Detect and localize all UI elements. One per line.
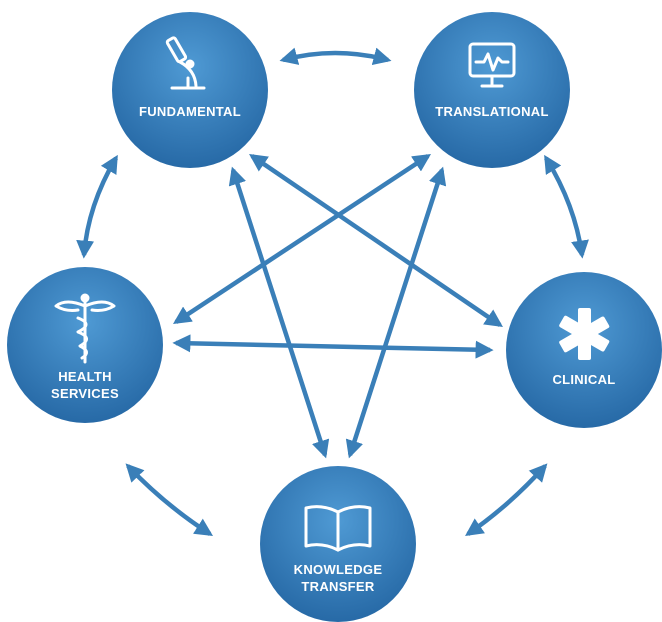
arrow-translational-clinical bbox=[544, 154, 589, 259]
monitor-heartbeat-icon bbox=[468, 42, 516, 88]
arrow-health-services-knowledge bbox=[125, 463, 214, 536]
arrow-fundamental-translational bbox=[279, 47, 392, 66]
node-health-services-label-line2: SERVICES bbox=[51, 386, 119, 401]
arrow-translational-knowledge bbox=[345, 166, 447, 459]
arrow-translational-health-services bbox=[172, 154, 432, 324]
node-knowledge-transfer-label-line1: KNOWLEDGE bbox=[294, 562, 383, 577]
node-clinical-label: CLINICAL bbox=[552, 372, 615, 387]
node-knowledge-transfer-label-line2: TRANSFER bbox=[301, 579, 374, 594]
microscope-icon bbox=[165, 36, 206, 90]
arrow-fundamental-knowledge bbox=[228, 166, 330, 459]
arrow-clinical-knowledge bbox=[465, 463, 548, 537]
node-health-services-label-line1: HEALTH bbox=[58, 369, 112, 384]
node-translational-circle bbox=[414, 12, 570, 168]
arrow-health-services-clinical bbox=[172, 334, 494, 359]
node-translational-label: TRANSLATIONAL bbox=[435, 104, 548, 119]
node-clinical: CLINICAL bbox=[506, 272, 662, 428]
medical-star-icon bbox=[559, 308, 610, 360]
node-translational: TRANSLATIONAL bbox=[414, 12, 570, 168]
node-health-services: HEALTH SERVICES bbox=[7, 267, 163, 423]
node-fundamental-circle bbox=[112, 12, 268, 168]
open-book-icon bbox=[304, 505, 372, 552]
node-fundamental-label: FUNDAMENTAL bbox=[139, 104, 241, 119]
connector-arrows bbox=[76, 47, 589, 537]
node-knowledge-transfer: KNOWLEDGE TRANSFER bbox=[260, 466, 416, 622]
arrow-fundamental-clinical bbox=[249, 153, 503, 328]
caduceus-icon bbox=[54, 293, 116, 364]
node-fundamental: FUNDAMENTAL bbox=[112, 12, 268, 168]
arrow-fundamental-health-services bbox=[76, 154, 118, 259]
